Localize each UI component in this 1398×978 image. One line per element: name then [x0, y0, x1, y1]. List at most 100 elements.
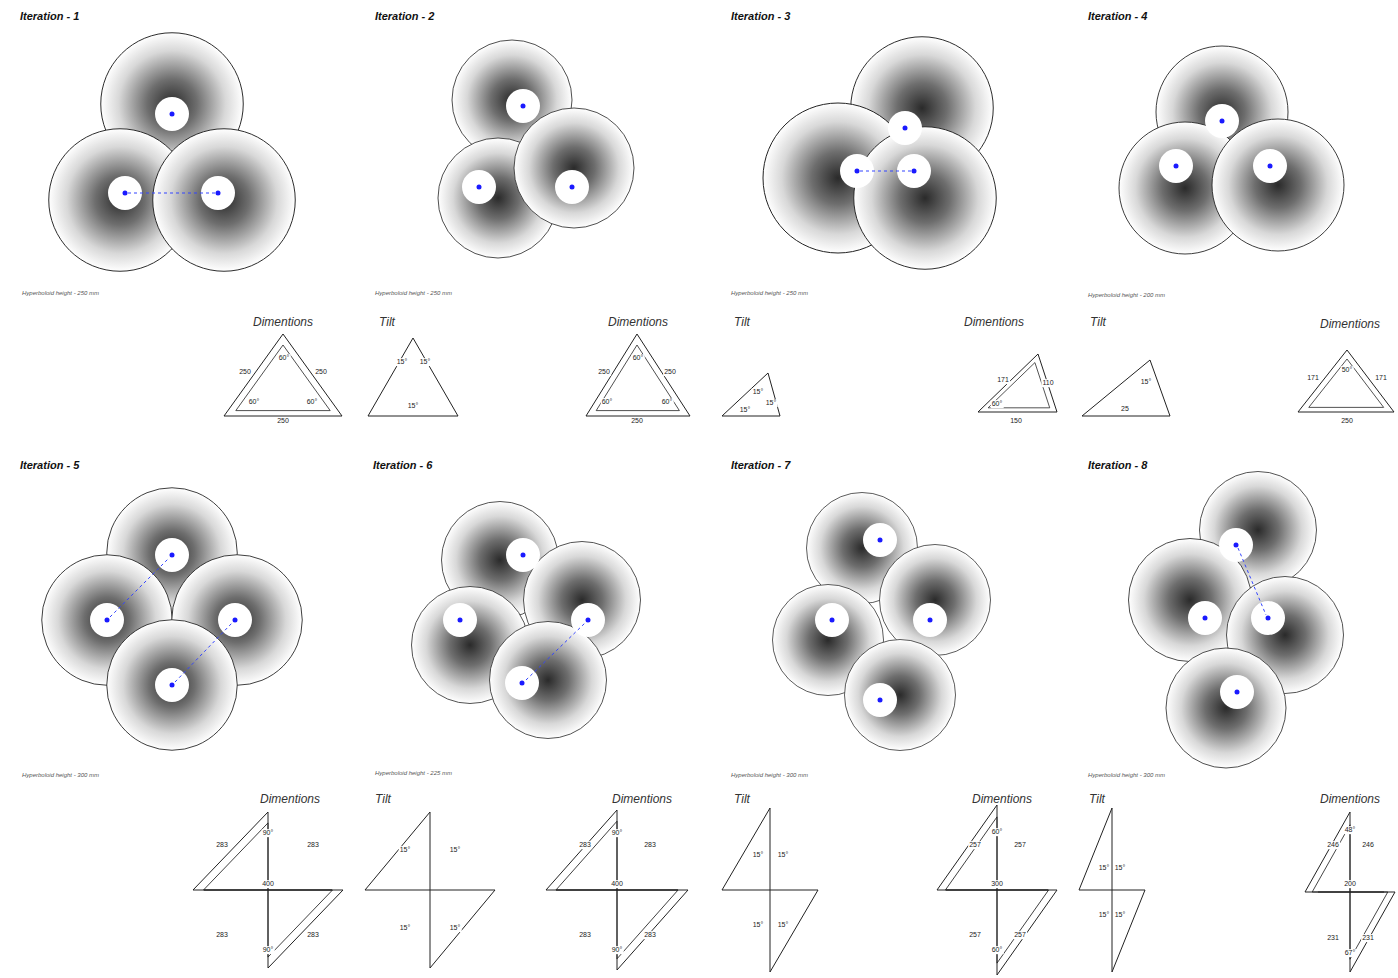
- caption-note: Hyperboloid height - 250 mm: [375, 290, 452, 297]
- section-heading: Tilt: [1090, 316, 1106, 329]
- dimension-value: 246: [1361, 841, 1375, 849]
- dimension-value: 250: [597, 368, 611, 376]
- caption-note: Hyperboloid height - 250 mm: [731, 290, 808, 297]
- section-heading: Tilt: [379, 316, 395, 329]
- dimension-value: 15°: [765, 399, 778, 407]
- dimension-value: 283: [215, 931, 229, 939]
- section-heading: Dimentions: [260, 793, 320, 806]
- section-heading: Dimentions: [612, 793, 672, 806]
- caption-note: Hyperboloid height - 300 mm: [731, 772, 808, 779]
- dimension-value: 90°: [262, 829, 275, 837]
- dimension-value: 250: [276, 417, 290, 425]
- hyperboloid-cluster: [1129, 472, 1344, 769]
- dimension-value: 15°: [449, 924, 462, 932]
- dimension-value: 283: [643, 931, 657, 939]
- dimension-value: 110: [1041, 379, 1054, 387]
- dimension-value: 231: [1361, 934, 1375, 942]
- dimension-value: 60°: [661, 398, 674, 406]
- dimension-value: 15°: [1098, 864, 1111, 872]
- dimension-value: 60°: [601, 398, 614, 406]
- dimension-value: 171: [1374, 374, 1388, 382]
- section-heading: Dimentions: [253, 316, 313, 329]
- dimension-value: 283: [306, 841, 320, 849]
- hyperboloid-cluster: [763, 37, 996, 270]
- dimension-value: 257: [968, 931, 982, 939]
- section-heading: Tilt: [734, 316, 750, 329]
- dimension-value: 50°: [1341, 366, 1354, 374]
- dimension-value: 15°: [739, 406, 752, 414]
- dimension-value: 257: [1013, 841, 1027, 849]
- hyperboloid-cluster: [438, 40, 634, 258]
- dimension-value: 60°: [248, 398, 261, 406]
- geometry-figures: [193, 334, 1395, 975]
- dimension-value: 90°: [262, 946, 275, 954]
- caption-note: Hyperboloid height - 300 mm: [22, 772, 99, 779]
- hyperboloid-cluster: [773, 493, 991, 751]
- dimension-value: 60°: [632, 354, 645, 362]
- dimension-value: 60°: [991, 400, 1004, 408]
- section-heading: Dimentions: [1320, 318, 1380, 331]
- section-heading: Tilt: [375, 793, 391, 806]
- dimension-value: 250: [630, 417, 644, 425]
- dimension-value: 15°: [1098, 911, 1111, 919]
- caption-note: Hyperboloid height - 225 mm: [375, 770, 452, 777]
- dimension-value: 400: [610, 880, 624, 888]
- dimension-value: 60°: [278, 354, 291, 362]
- dimension-value: 246: [1326, 841, 1340, 849]
- section-heading: Dimentions: [608, 316, 668, 329]
- dimension-value: 283: [643, 841, 657, 849]
- dimension-value: 90°: [611, 829, 624, 837]
- hyperboloid-cluster: [412, 502, 641, 739]
- dimension-value: 15°: [752, 388, 765, 396]
- section-heading: Tilt: [1089, 793, 1105, 806]
- dimension-value: 250: [1340, 417, 1354, 425]
- dimension-value: 15°: [449, 846, 462, 854]
- section-heading: Dimentions: [964, 316, 1024, 329]
- iteration-title: Iteration - 2: [375, 10, 434, 22]
- dimension-value: 300: [990, 880, 1004, 888]
- dimension-value: 15°: [752, 851, 765, 859]
- dimension-value: 15°: [777, 921, 790, 929]
- dimension-value: 171: [1306, 374, 1320, 382]
- dimension-value: 60°: [991, 946, 1004, 954]
- hyperboloid-cluster: [49, 33, 296, 272]
- section-heading: Dimentions: [1320, 793, 1380, 806]
- dimension-value: 67°: [1344, 949, 1357, 957]
- dimension-value: 231: [1326, 934, 1340, 942]
- dimension-value: 15°: [396, 358, 409, 366]
- dimension-value: 90°: [611, 946, 624, 954]
- dimension-value: 15°: [407, 402, 420, 410]
- dimension-value: 283: [215, 841, 229, 849]
- section-heading: Dimentions: [972, 793, 1032, 806]
- dimension-value: 283: [578, 841, 592, 849]
- caption-note: Hyperboloid height - 250 mm: [22, 290, 99, 297]
- dimension-value: 15°: [419, 358, 432, 366]
- hyperboloid-cluster: [1119, 46, 1344, 254]
- dimension-value: 15°: [752, 921, 765, 929]
- iteration-title: Iteration - 5: [20, 459, 79, 471]
- dimension-value: 250: [663, 368, 677, 376]
- dimension-value: 400: [261, 880, 275, 888]
- dimension-value: 60°: [306, 398, 319, 406]
- section-heading: Tilt: [734, 793, 750, 806]
- dimension-value: 283: [578, 931, 592, 939]
- dimension-value: 25: [1120, 405, 1130, 413]
- iteration-title: Iteration - 8: [1088, 459, 1147, 471]
- dimension-value: 200: [1343, 880, 1357, 888]
- dimension-value: 15°: [1140, 378, 1153, 386]
- dimension-value: 283: [306, 931, 320, 939]
- dimension-value: 15°: [777, 851, 790, 859]
- dimension-value: 250: [314, 368, 328, 376]
- iteration-title: Iteration - 1: [20, 10, 79, 22]
- dimension-value: 250: [238, 368, 252, 376]
- dimension-value: 15°: [1114, 911, 1127, 919]
- dimension-value: 171: [996, 376, 1010, 384]
- caption-note: Hyperboloid height - 200 mm: [1088, 292, 1165, 299]
- iteration-title: Iteration - 3: [731, 10, 790, 22]
- iteration-title: Iteration - 6: [373, 459, 432, 471]
- dimension-value: 60°: [991, 828, 1004, 836]
- caption-note: Hyperboloid height - 300 mm: [1088, 772, 1165, 779]
- dimension-value: 150: [1009, 417, 1023, 425]
- hyperboloid-cluster: [42, 488, 303, 751]
